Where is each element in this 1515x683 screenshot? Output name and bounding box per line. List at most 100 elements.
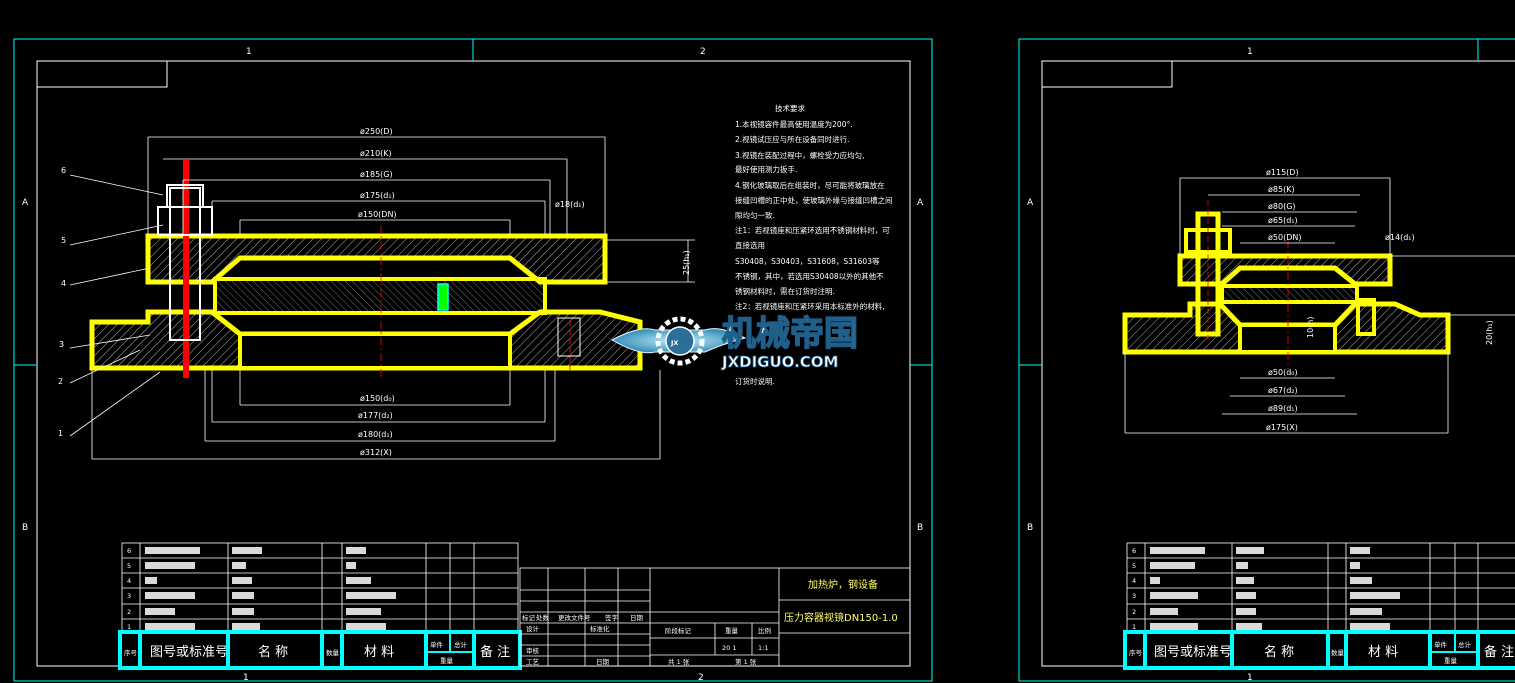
tb-process: 工艺 bbox=[526, 658, 540, 666]
nut-cap bbox=[166, 184, 204, 208]
bom-hdr-seq: 序号 bbox=[124, 648, 138, 657]
grid-col-1-bottom: 1 bbox=[1247, 673, 1253, 683]
grid-row-b: B bbox=[1027, 523, 1033, 533]
balloon-leaders bbox=[69, 174, 164, 437]
bom-hdr-name: 名 称 bbox=[1264, 644, 1294, 660]
bom-hdr-remark: 备 注 bbox=[1484, 644, 1514, 660]
note-line: 4.钢化玻璃取后在组装时，尽可能将玻璃放在 bbox=[735, 180, 885, 190]
tb-change-doc: 更改文件号 bbox=[558, 613, 591, 622]
sight-glass-pane bbox=[213, 277, 547, 315]
balloon-1: 1 bbox=[58, 429, 63, 438]
cover-flange bbox=[145, 233, 608, 285]
technical-notes: 技术要求 1.本视镜容件最高使用温度为200°. 2.视镜试压应与所在设备同时进… bbox=[735, 103, 893, 386]
balloon-4: 4 bbox=[61, 279, 66, 288]
bom-seq: 5 bbox=[127, 562, 131, 570]
bom-header-right: 序号 图号或标准号 名 称 数量 材 料 单件 总计 重量 备 注 bbox=[1123, 630, 1515, 670]
bom-seq: 3 bbox=[127, 592, 131, 600]
bom-hdr-unit: 单件 bbox=[430, 640, 444, 649]
dim-x-312: ø312(X) bbox=[360, 448, 392, 457]
watermark-cn: 机械帝国 bbox=[722, 314, 858, 354]
bom-seq: 6 bbox=[127, 547, 131, 555]
tb-date: 日期 bbox=[630, 614, 644, 622]
tb-stage: 阶段标记 bbox=[665, 626, 692, 635]
note-line: 注2：若视镜座和压紧环采用本标准外的材料, bbox=[735, 301, 885, 311]
dim-g-80: ø80(G) bbox=[1268, 202, 1296, 211]
bom-hdr-remark: 备 注 bbox=[480, 644, 510, 660]
tb-weight: 20 1 bbox=[722, 644, 736, 652]
watermark-en: JXDIGUO.COM bbox=[721, 353, 838, 371]
balloon-2: 2 bbox=[58, 377, 63, 386]
dim-k-85: ø85(K) bbox=[1268, 185, 1295, 194]
note-line: 2.视镜试压应与所在设备同时进行. bbox=[735, 134, 850, 144]
tb-company: 加热炉，钢设备 bbox=[808, 578, 878, 591]
dim-g-185: ø185(G) bbox=[360, 170, 393, 179]
base-inner-face bbox=[238, 332, 512, 370]
bom-seq: 1 bbox=[1132, 623, 1136, 631]
note-line: 最好使用测力扳手. bbox=[735, 164, 797, 174]
bom-hdr-qty: 数量 bbox=[1331, 648, 1345, 657]
dim-x-175: ø175(X) bbox=[1266, 423, 1298, 432]
note-line: 不锈钢，其中，若选用S30408以外的其他不 bbox=[735, 271, 884, 281]
bom-hdr-total: 总计 bbox=[454, 640, 468, 649]
tb-date2: 日期 bbox=[596, 658, 610, 666]
bom-header: 序号 图号或标准号 名 称 数量 材 料 单件 总计 重量 备 注 bbox=[118, 630, 522, 670]
dim-d0-50: ø50(d₀) bbox=[1268, 368, 1298, 377]
dim-h-10: 10(h) bbox=[1306, 317, 1315, 339]
grid-col-2: 2 bbox=[700, 47, 706, 57]
bom-hdr-weight: 重量 bbox=[1444, 657, 1458, 665]
note-line: S30408，S30403，S31608，S31603等 bbox=[735, 256, 880, 266]
sight-glass-assembly-dn50 bbox=[1122, 200, 1451, 370]
note-line: 1.本视镜容件最高使用温度为200°. bbox=[735, 119, 853, 129]
note-line: 3.视镜在装配过程中，螺栓受力应均匀, bbox=[735, 150, 865, 160]
dim-h1-25: 25(h₁) bbox=[682, 250, 691, 275]
bom-seq: 4 bbox=[1132, 577, 1136, 585]
note-line: 直接选用 bbox=[735, 240, 765, 250]
watermark: JX 机械帝国 JXDIGUO.COM bbox=[610, 313, 859, 371]
balloon-5: 5 bbox=[61, 236, 66, 245]
grid-row-a: A bbox=[1027, 198, 1034, 208]
balloon-6: 6 bbox=[61, 166, 66, 175]
bom-seq: 1 bbox=[127, 623, 131, 631]
tb-scale-label: 比例 bbox=[758, 626, 771, 635]
corner-box bbox=[36, 60, 168, 88]
tb-design: 设计 bbox=[526, 624, 540, 633]
bom-hdr-material: 材 料 bbox=[364, 645, 394, 660]
bom-hdr-weight: 重量 bbox=[440, 657, 454, 665]
bolt-sleeve bbox=[169, 187, 201, 341]
dim-h1-20: 20(h₁) bbox=[1485, 320, 1494, 345]
dim-d0-150: ø150(d₀) bbox=[360, 394, 395, 403]
bom-row-blur bbox=[145, 547, 396, 630]
tb-sheet-total: 共 1 张 bbox=[668, 657, 690, 666]
tb-review: 审核 bbox=[526, 646, 540, 655]
grid-row-a-right: A bbox=[917, 198, 924, 208]
grid-row-b-right: B bbox=[917, 523, 923, 533]
bom-seq: 5 bbox=[1132, 562, 1136, 570]
bottom-dimensions bbox=[91, 370, 661, 460]
note-line: 注1：若视镜座和压紧环选用不锈钢材料时，可 bbox=[735, 225, 890, 235]
note-line: 锈钢材料时，需在订货时注明. bbox=[735, 286, 835, 296]
dim-bolt-hole: ø18(d₁) bbox=[555, 200, 585, 209]
dim-d2-177: ø177(d₂) bbox=[358, 411, 393, 420]
bom-hdr-code: 图号或标准号 bbox=[150, 645, 228, 660]
grid-col-1: 1 bbox=[1247, 47, 1253, 57]
tb-count: 处数 bbox=[536, 613, 550, 622]
bom-hdr-code: 图号或标准号 bbox=[1154, 645, 1232, 660]
dim-d-115: ø115(D) bbox=[1266, 168, 1299, 177]
dim-d2-67: ø67(d₂) bbox=[1268, 386, 1298, 395]
dim-k-210: ø210(K) bbox=[360, 149, 392, 158]
tb-sign: 签字 bbox=[605, 613, 619, 622]
watermark-gear-icon bbox=[655, 316, 705, 366]
dim-d1-89: ø89(d₁) bbox=[1268, 404, 1298, 413]
bom-seq: 2 bbox=[127, 608, 131, 616]
tb-title: 压力容器视镜DN150-1.0 bbox=[784, 611, 898, 624]
dim-d1-65: ø65(d₁) bbox=[1268, 216, 1298, 225]
bom-hdr-seq: 序号 bbox=[1129, 648, 1143, 657]
note-line: 隙均匀一致. bbox=[735, 210, 775, 220]
dim-dn-150: ø150(DN) bbox=[358, 210, 397, 219]
left-sheet: 1 2 A B A B 1 2 bbox=[13, 38, 933, 683]
note-line: 接缝凹槽的正中处，使玻璃外缘与接缝凹槽之间 bbox=[735, 195, 893, 205]
bom-seq: 4 bbox=[127, 577, 131, 585]
note-line: 订货时说明. bbox=[735, 376, 775, 386]
dim-dn-50: ø50(DN) bbox=[1268, 233, 1301, 242]
